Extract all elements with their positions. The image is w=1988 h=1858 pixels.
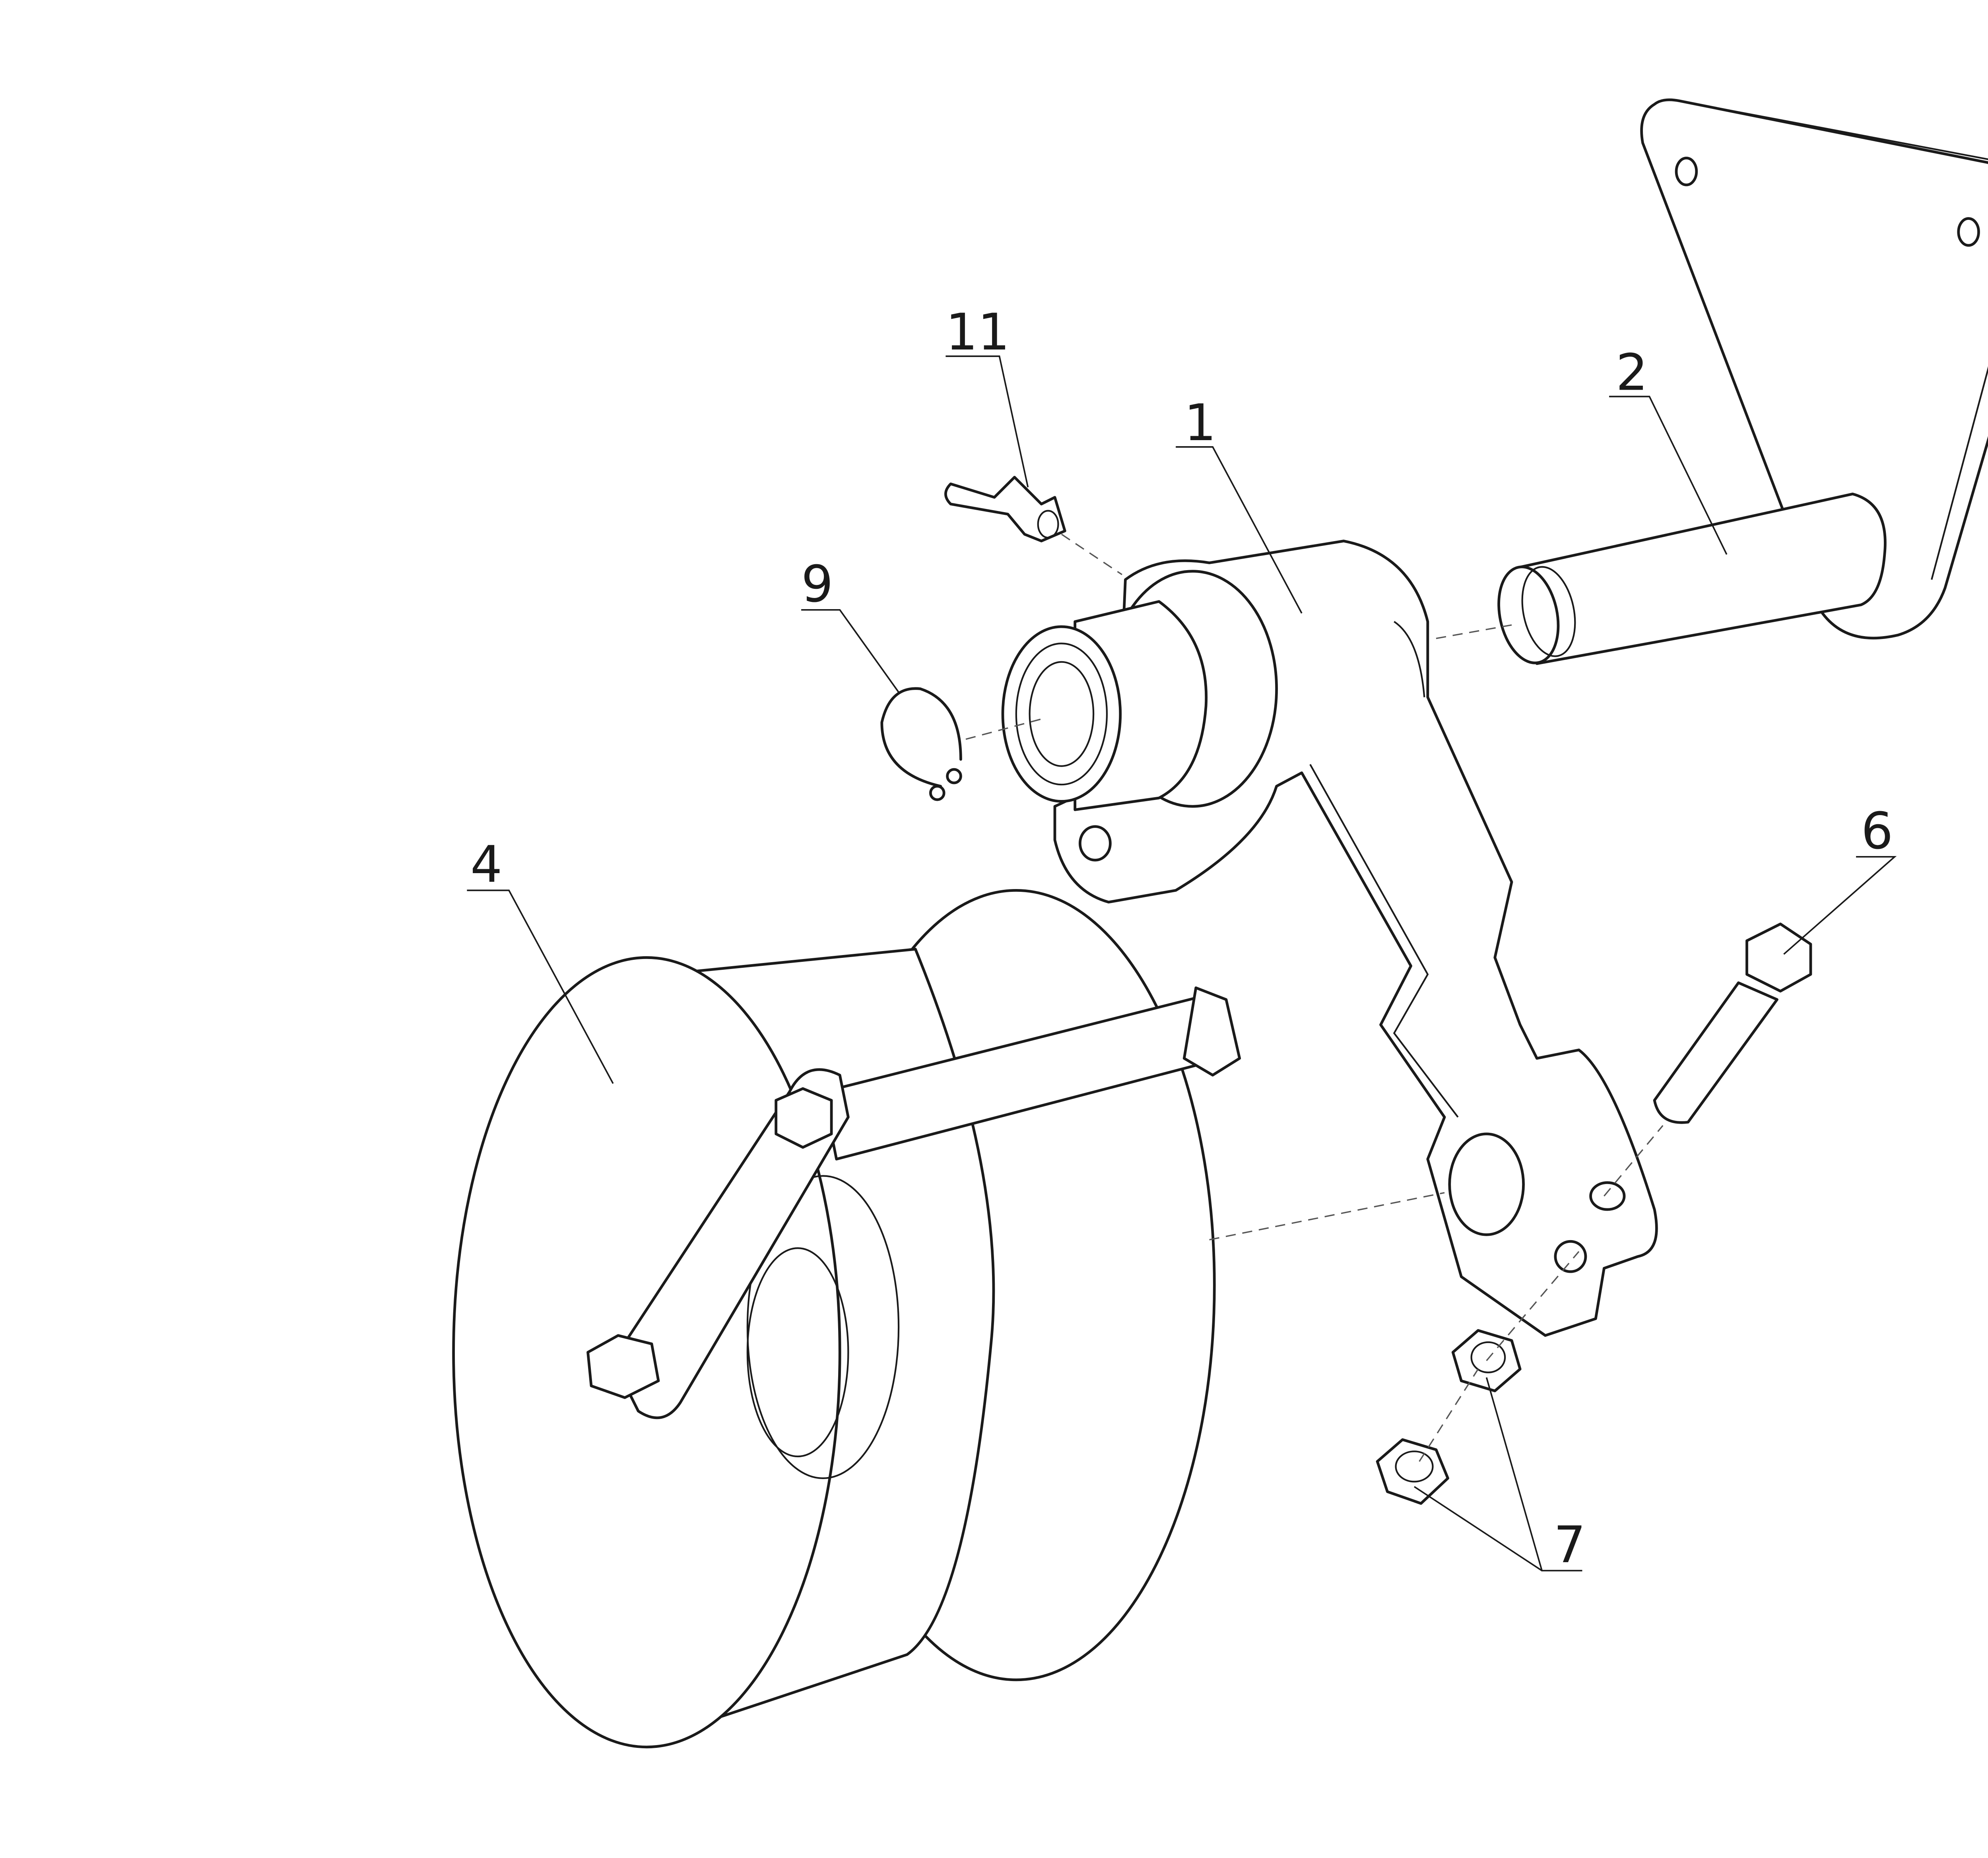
svg-text:4: 4 (470, 835, 503, 894)
hex-bolt (1653, 922, 1812, 1124)
assembly-centerlines (965, 534, 1664, 1462)
callout-9: 9 (801, 555, 899, 693)
idler-pulley (452, 889, 1241, 1749)
callout-11: 11 (945, 303, 1029, 487)
callout-1: 1 (1176, 393, 1303, 614)
callout-2: 2 (1609, 343, 1728, 555)
svg-text:7: 7 (1554, 1515, 1586, 1574)
svg-text:6: 6 (1861, 802, 1893, 860)
callout-4: 4 (467, 835, 614, 1084)
lock-nut-lower (1376, 1438, 1449, 1505)
pivot-pin (1497, 492, 1887, 665)
grease-fitting (944, 476, 1066, 543)
circlip (880, 687, 962, 801)
tensioner-arm (1001, 540, 1658, 1337)
mounting-bracket (1640, 98, 1988, 640)
svg-text:2: 2 (1616, 343, 1648, 402)
callout-7: 7 (1413, 1377, 1586, 1574)
callout-6: 6 (1783, 802, 1897, 955)
lock-nut-upper (1451, 1329, 1522, 1392)
svg-text:9: 9 (801, 555, 833, 614)
svg-text:1: 1 (1184, 393, 1216, 452)
svg-text:11: 11 (945, 303, 1010, 361)
